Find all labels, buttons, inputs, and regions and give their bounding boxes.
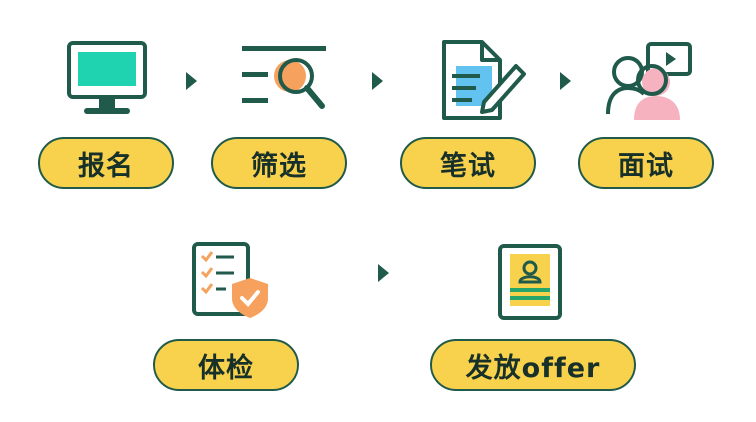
magnifier-search-icon: [242, 46, 326, 109]
arrow-right-icon: [372, 72, 383, 90]
arrow-right-icon: [560, 72, 571, 90]
step-label-interview: 面试: [578, 137, 714, 189]
step-label-written-test: 笔试: [400, 137, 536, 189]
document-pen-icon: [442, 40, 526, 120]
checklist-shield-icon: [192, 242, 268, 318]
step-label-signup: 报名: [38, 137, 174, 189]
arrow-right-icon: [186, 72, 197, 90]
people-chat-icon: [606, 42, 692, 120]
computer-monitor-icon: [67, 41, 147, 114]
step-label-screening: 筛选: [211, 137, 347, 189]
step-label-medical-exam: 体检: [153, 339, 299, 391]
arrow-right-icon: [378, 264, 389, 282]
step-label-issue-offer: 发放offer: [430, 339, 636, 391]
id-card-offer-icon: [498, 244, 562, 320]
